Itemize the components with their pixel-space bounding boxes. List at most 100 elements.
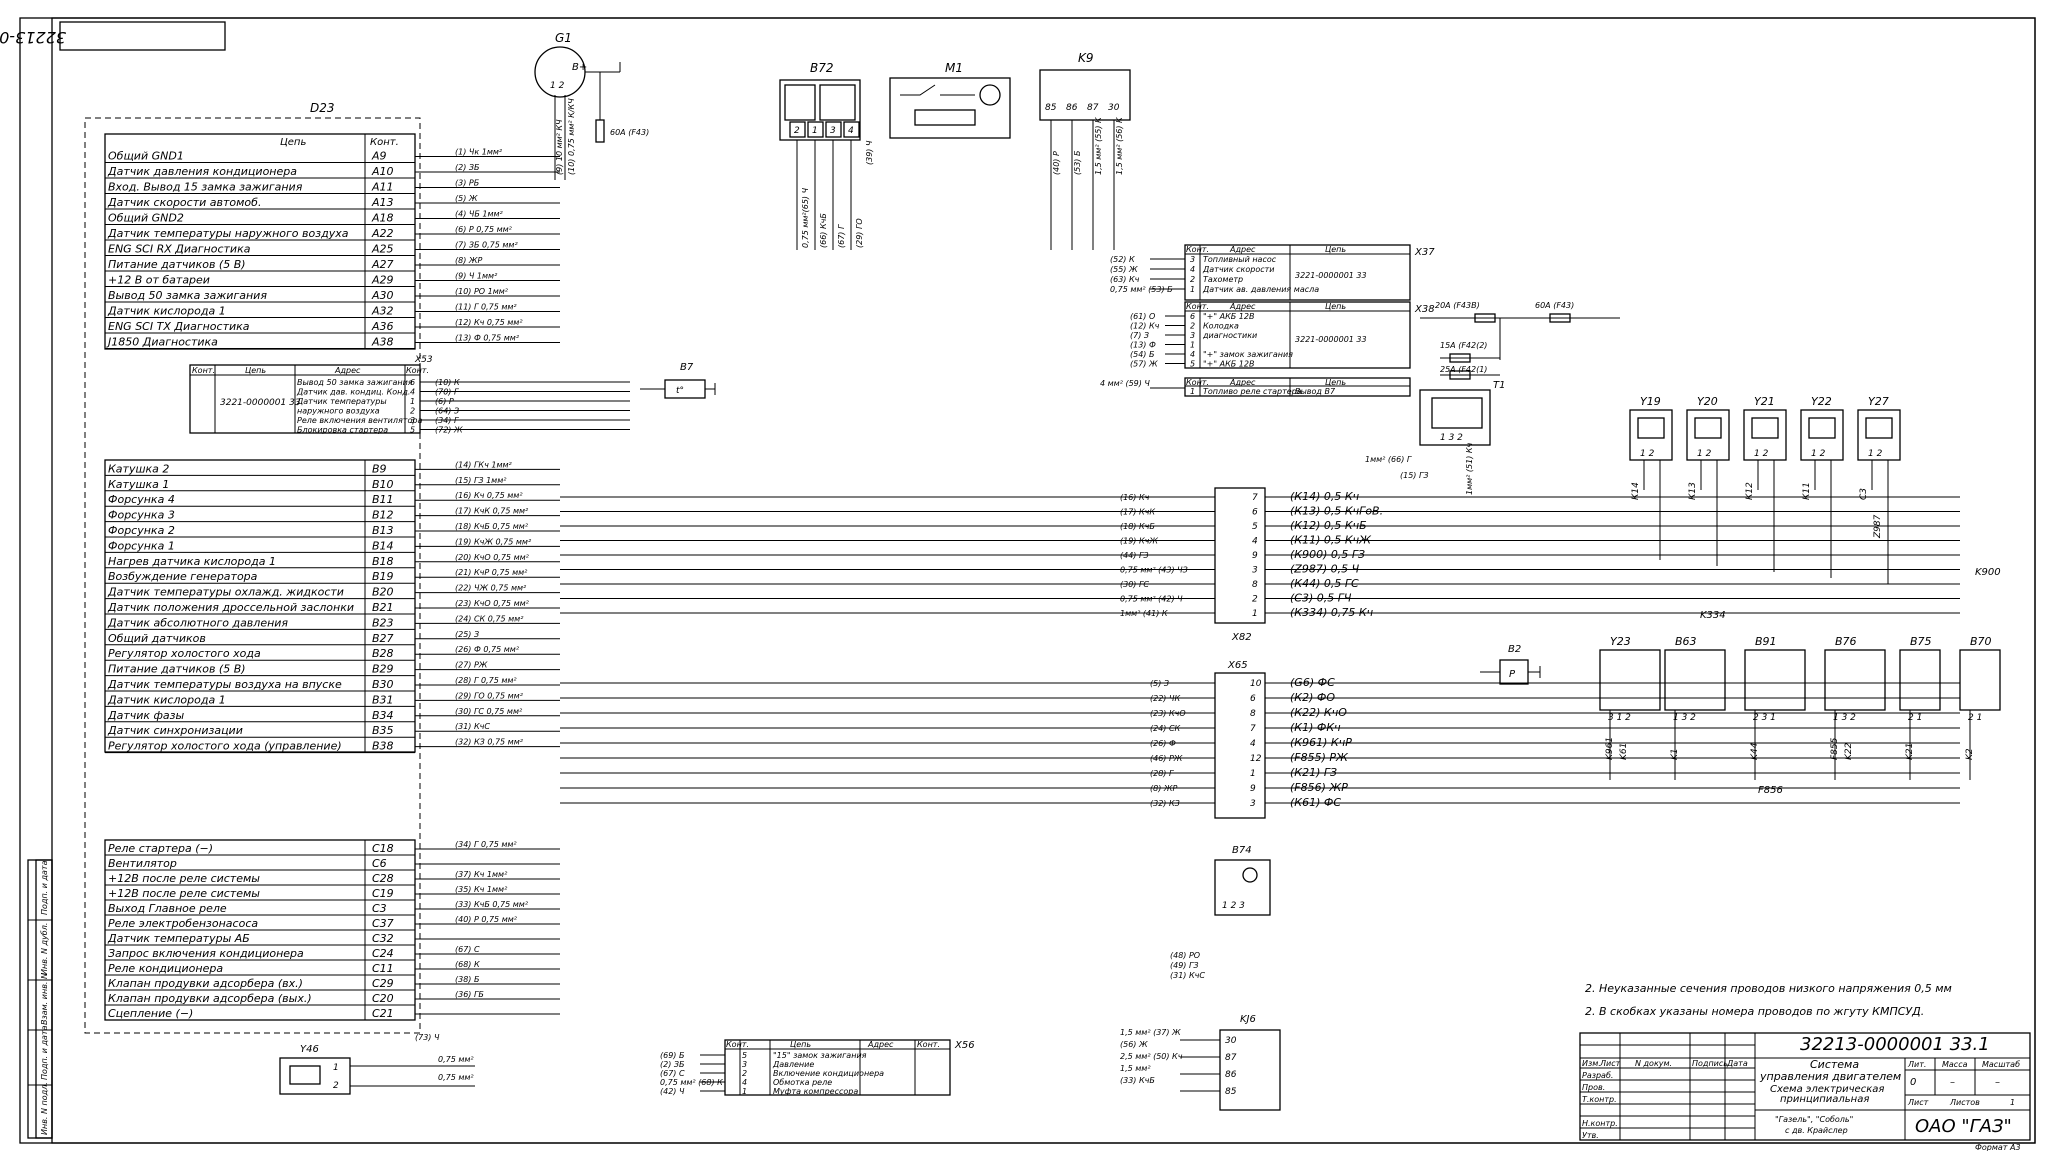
d23-group2-wirelabel-6: (20) КчО 0,75 мм² — [455, 553, 530, 562]
x37-row-0-pin: 3 — [1190, 255, 1195, 264]
tb-row-2: Лист — [1599, 1059, 1621, 1068]
d23-group2-row-15-pin: B31 — [372, 693, 394, 706]
sensor-1-title: B63 — [1675, 635, 1697, 648]
x38-row-2-addr: диагностики — [1202, 331, 1257, 340]
d23-group2-row-3-pin: B12 — [372, 509, 394, 522]
b72-pin-box — [843, 121, 860, 138]
tb-col-sheet: Лист — [1907, 1098, 1929, 1107]
b72-pin-box — [807, 121, 824, 138]
x82-row-6-pin: 8 — [1252, 580, 1258, 590]
d23-group1-wirelabel-3: (5) Ж — [455, 194, 478, 203]
label-z987: Z987 — [1873, 514, 1883, 539]
injector-coil — [1694, 417, 1722, 439]
x82-title: X82 — [1231, 632, 1252, 643]
tb-col-lit: Лит. — [1907, 1060, 1926, 1069]
d23-group2-row-17-name: Датчик синхронизации — [107, 724, 243, 737]
sheet-frame — [19, 17, 2036, 1144]
x37-row-0-addr: Топливный насос — [1203, 255, 1277, 264]
d23-group2-row-6-pin: B18 — [372, 555, 394, 568]
x56-row-2-name: Включение кондиционера — [773, 1069, 884, 1078]
x82-row-5-pin: 3 — [1252, 566, 1258, 576]
x53-row-2-addr: Датчик температуры — [296, 397, 387, 406]
side-stamp-3: Взам. инв. N — [40, 973, 49, 1025]
d23-group1-row-0-name: Общий GND1 — [108, 150, 184, 163]
k9-wirelabel-0: (40) Р — [1052, 151, 1061, 175]
xb7-col-circuit: Цепь — [1325, 378, 1346, 387]
x53-col-pin: Конт. — [406, 366, 429, 375]
x38-row-2-wire: (7) З — [1130, 331, 1149, 340]
y46-pin-2: 2 — [333, 1081, 339, 1091]
b72-pin-box — [825, 121, 842, 138]
sensor-5-pins: 2 1 — [1968, 713, 1982, 723]
injector-0-pins: 1 2 — [1640, 449, 1655, 459]
x37-col-address: Адрес — [1229, 245, 1256, 254]
d23-group2-wirelabel-10: (24) СК 0,75 мм² — [455, 614, 524, 623]
d23-group3-row-0-pin: C18 — [372, 842, 394, 855]
doc-code-text: 32213-0000001 33.1 — [0, 28, 66, 47]
x82-row-2-pin: 5 — [1252, 522, 1258, 532]
note-1: 2. Неуказанные сечения проводов низкого … — [1585, 982, 1952, 995]
x56-row-0-pin: 5 — [742, 1051, 747, 1060]
y46-title: Y46 — [300, 1044, 319, 1055]
x53-table: X53 Конт. Цепь Адрес Конт. 3221-0000001 … — [189, 355, 463, 435]
d23-group1-row-4-name: Общий GND2 — [108, 212, 184, 225]
b74-wire-3: (31) КчС — [1170, 971, 1205, 980]
d23-group1-row-3-pin: A13 — [371, 196, 394, 209]
b7-title: B7 — [680, 362, 694, 373]
d23-group3-row-4-pin: C3 — [372, 902, 387, 915]
d23-group2-row-0-pin: B9 — [372, 462, 387, 475]
x37-col-contact: Конт. — [1186, 245, 1209, 254]
d23-group3-row-9-name: Клапан продувки адсорбера (вх.) — [108, 977, 303, 990]
side-stamp-1: Подп. и дата — [40, 860, 49, 915]
injector-0-wire: К14 — [1631, 482, 1641, 500]
t1-title: T1 — [1493, 380, 1505, 391]
fuse-1: 20А (F43В) — [1435, 301, 1480, 310]
d23-group1-row-10-name: Датчик кислорода 1 — [107, 305, 226, 318]
d23-group3-wirelabel-4: (33) КчБ 0,75 мм² — [455, 900, 529, 909]
d23-group1-row-5-name: Датчик температуры наружного воздуха — [107, 227, 349, 240]
fuse-2: 60А (F43) — [1535, 301, 1574, 310]
injector-3-pins: 1 2 — [1811, 449, 1826, 459]
x53-row-5-pin: 5 — [410, 426, 415, 435]
d23-group3-row-8-name: Реле кондиционера — [108, 962, 223, 975]
kj6-wirelabel-4: (33) КчБ — [1120, 1076, 1155, 1085]
d23-group2-row-11-pin: B27 — [372, 632, 394, 645]
side-stamp: Подп. и дата Инв. N дубл. Взам. инв. N П… — [27, 859, 53, 1139]
g1-pins: 1 2 — [550, 81, 565, 91]
d23-group3-wirelabel-10: (36) ГБ — [455, 990, 484, 999]
d23-title: D23 — [310, 101, 335, 115]
x37-circuit: 3221-0000001 33 — [1295, 271, 1367, 280]
x37-row-1-pin: 4 — [1190, 265, 1195, 274]
d23-group3-row-8-pin: C11 — [372, 962, 394, 975]
kj6-title: KJ6 — [1240, 1014, 1256, 1025]
x38-row-2-pin: 3 — [1190, 331, 1195, 340]
b72-wirelabel-1: (66) КчБ — [819, 213, 828, 248]
x82-row-7-pin: 2 — [1252, 595, 1258, 605]
b2-title: B2 — [1508, 644, 1521, 655]
d23-group3-row-2-pin: C28 — [372, 872, 394, 885]
b74-title: B74 — [1232, 845, 1252, 856]
x56-row-1-wire: (2) ЗБ — [660, 1060, 685, 1069]
x38-row-5-addr: "+" АКБ 12В — [1203, 360, 1254, 369]
k9-pin-1: 86 — [1066, 103, 1078, 113]
kj6-wirelabel-0: 1,5 мм² (37) Ж — [1120, 1028, 1181, 1037]
x82-row-3-pin: 4 — [1252, 537, 1258, 547]
injector-1-title: Y20 — [1697, 395, 1718, 408]
d23-group1-row-9-name: Вывод 50 замка зажигания — [108, 289, 267, 302]
tb-row-1: Изм. — [1582, 1059, 1601, 1068]
sensor-body — [1664, 649, 1726, 711]
d23-group2-wirelabel-18: (32) КЗ 0,75 мм² — [455, 738, 524, 747]
x56-row-2-pin: 2 — [742, 1069, 747, 1078]
d23-group2-wirelabel-9: (23) КчО 0,75 мм² — [455, 599, 530, 608]
d23-group1-row-6-pin: A25 — [371, 243, 394, 256]
x65-row-0-pin: 10 — [1250, 679, 1262, 689]
x37-row-2-pin: 2 — [1190, 275, 1195, 284]
tb-code: 32213-0000001 33.1 — [1800, 1034, 1990, 1055]
d23-group2-wirelabel-7: (21) КчР 0,75 мм² — [455, 568, 528, 577]
d23-group2-wirelabel-12: (26) Ф 0,75 мм² — [455, 645, 520, 654]
d23-group1-row-8-name: +12 В от батареи — [108, 274, 210, 287]
x38-row-0-wire: (61) О — [1130, 312, 1155, 321]
b7-label: t° — [676, 386, 684, 396]
